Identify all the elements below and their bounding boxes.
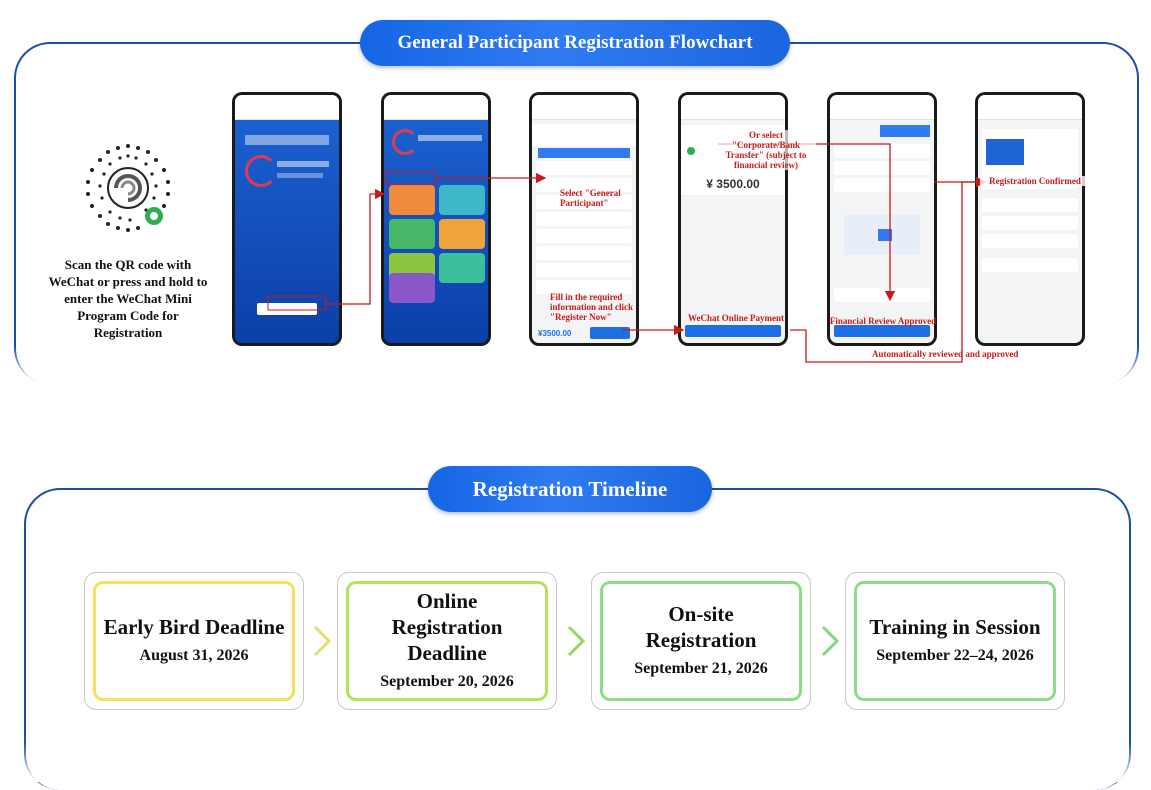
- timeline-step-date: September 20, 2026: [380, 673, 514, 690]
- phone-screen-6-confirmed: [975, 92, 1085, 346]
- timeline-step-title: Training in Session: [869, 615, 1041, 639]
- timeline-step-date: August 31, 2026: [139, 647, 249, 664]
- annotation-wechat-payment: WeChat Online Payment: [688, 313, 784, 323]
- phone-screen-5-bank-transfer: [827, 92, 937, 346]
- timeline-step-title: Online Registration Deadline: [391, 589, 503, 665]
- timeline-step-online-deadline: Online Registration Deadline September 2…: [337, 572, 557, 710]
- flowchart-title: General Participant Registration Flowcha…: [397, 32, 753, 53]
- timeline-step-early-bird: Early Bird Deadline August 31, 2026: [84, 572, 304, 710]
- chevron-right-icon: [821, 625, 840, 657]
- annotation-auto-reviewed: Automatically reviewed and approved: [872, 349, 1019, 359]
- timeline-title-banner: Registration Timeline: [428, 466, 712, 512]
- annotation-select-general: Select "General Participant": [560, 188, 621, 208]
- timeline-title: Registration Timeline: [472, 476, 668, 501]
- annotation-or-select-corporate: Or select "Corporate/Bank Transfer" (sub…: [716, 130, 816, 170]
- annotation-fill-info: Fill in the required information and cli…: [550, 292, 634, 322]
- form-amount: ¥3500.00: [538, 329, 572, 338]
- timeline-step-date: September 21, 2026: [634, 660, 768, 677]
- timeline-step-training: Training in Session September 22–24, 202…: [845, 572, 1065, 710]
- timeline-step-title: On-site Registration: [645, 602, 757, 652]
- chevron-right-icon: [313, 625, 332, 657]
- timeline-step-date: September 22–24, 2026: [876, 647, 1034, 664]
- flowchart-title-banner: General Participant Registration Flowcha…: [360, 20, 790, 66]
- timeline-step-title: Early Bird Deadline: [103, 615, 285, 639]
- payment-amount: ¥ 3500.00: [706, 177, 760, 191]
- phone-screen-2-menu: [381, 92, 491, 346]
- mini-program-qr-code: [86, 144, 170, 232]
- qr-caption: Scan the QR code with WeChat or press an…: [48, 257, 208, 340]
- annotation-registration-confirmed: Registration Confirmed: [980, 176, 1090, 186]
- phone-screen-1-home: [232, 92, 342, 346]
- timeline-step-onsite: On-site Registration September 21, 2026: [591, 572, 811, 710]
- chevron-right-icon: [567, 625, 586, 657]
- annotation-financial-review: Financial Review Approved: [829, 316, 937, 326]
- timeline-panel-fade: [0, 742, 1151, 782]
- phone-screen-3-form: ¥3500.00: [529, 92, 639, 346]
